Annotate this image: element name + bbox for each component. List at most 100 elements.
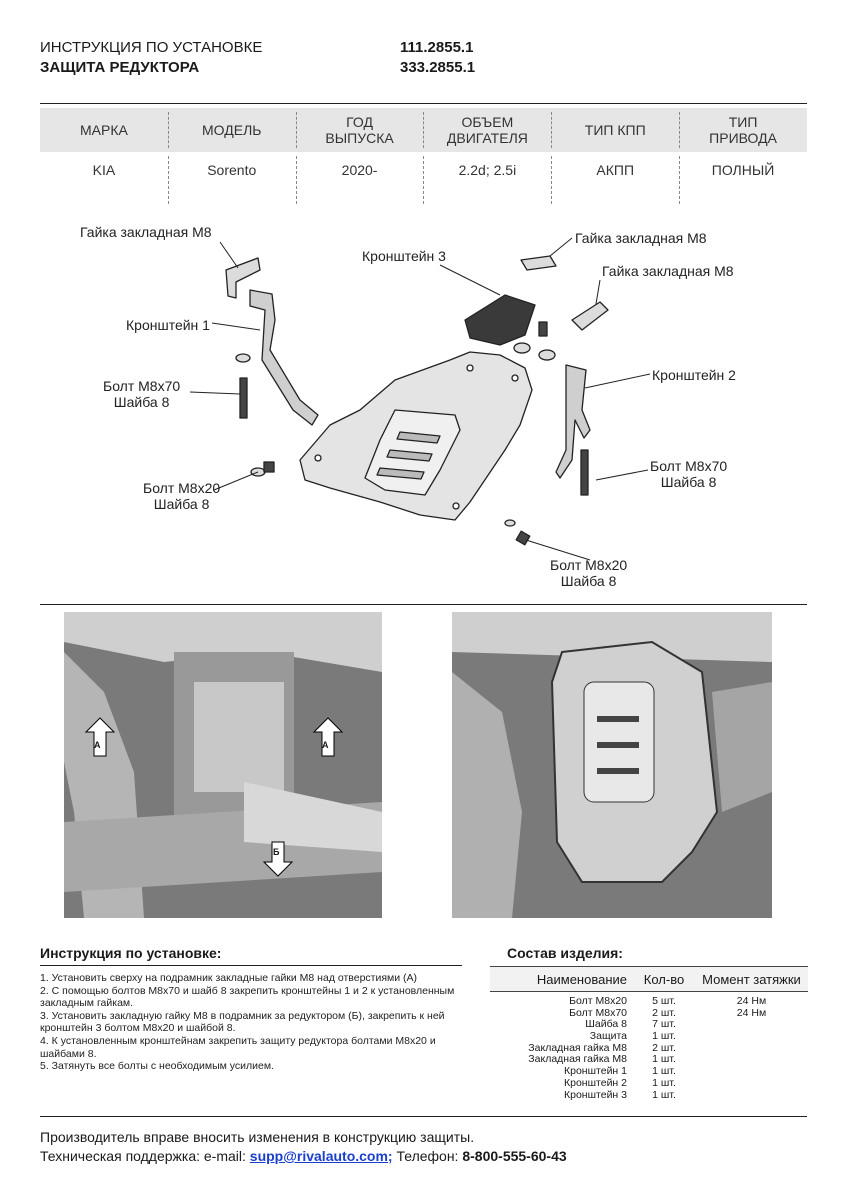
exploded-assembly-diagram: Гайка закладная М8 Гайка закладная М8 Га… (0, 210, 848, 600)
part-codes: 111.2855.1 333.2855.1 (400, 38, 475, 78)
bracket-2 (555, 364, 591, 479)
underbody-photo-2 (452, 612, 772, 918)
instruction-step: 1. Установить сверху на подрамник заклад… (40, 972, 418, 984)
label-insert-nut-2: Гайка закладная М8 (575, 230, 707, 246)
spec-value-engine: 2.2d; 2.5i (423, 152, 551, 208)
composition-row: Защита 1 шт. (490, 1030, 808, 1043)
row-name: Закладная гайка М8 (528, 1053, 627, 1066)
part-code-2: 333.2855.1 (400, 59, 476, 76)
spec-header-engine: ОБЪЕМ ДВИГАТЕЛЯ (423, 108, 551, 152)
spec-header-drive: ТИП ПРИВОДА (679, 108, 807, 152)
row-name: Болт М8х20 (569, 995, 627, 1007)
insert-nut-2 (520, 255, 557, 271)
composition-row: Кронштейн 1 1 шт. (490, 1065, 808, 1078)
row-name: Кронштейн 1 (564, 1065, 627, 1078)
instruction-step: 4. К установленным кронштейнам закрепить… (40, 1034, 436, 1060)
label-bracket-3: Кронштейн 3 (362, 248, 446, 264)
header-divider (40, 103, 807, 104)
composition-table: Наименование Кол-во Момент затяжки Болт … (490, 966, 808, 1101)
vehicle-spec-table: МАРКА МОДЕЛЬ ГОД ВЫПУСКА ОБЪЕМ ДВИГАТЕЛЯ… (40, 108, 807, 208)
label-bolt-m8x70-right: Болт М8х70 Шайба 8 (650, 458, 728, 490)
assembly-drawing (189, 237, 651, 561)
bracket-3 (464, 294, 536, 346)
row-qty: 2 шт. (652, 1041, 676, 1054)
bolt-m8x70-left (239, 377, 248, 419)
row-torque: 24 Нм (736, 995, 767, 1007)
label-bolt-m8x70-left: Болт М8х70 Шайба 8 (103, 378, 181, 410)
label-bolt-m8x20-bottom: Болт М8х20 Шайба 8 (550, 557, 628, 589)
document-title: ИНСТРУКЦИЯ ПО УСТАНОВКЕ ЗАЩИТА РЕДУКТОРА (40, 38, 262, 78)
row-torque (695, 1019, 808, 1031)
label-insert-nut-3: Гайка закладная М8 (602, 263, 734, 279)
support-phone: 8-800-555-60-43 (462, 1148, 567, 1164)
composition-row: Закладная гайка М8 2 шт. (490, 1041, 808, 1055)
bolt-m8x70-right (580, 449, 589, 496)
row-qty: 1 шт. (652, 1088, 676, 1101)
insert-nut-1 (225, 257, 261, 299)
row-torque (695, 1090, 808, 1102)
row-qty: 1 шт. (652, 1030, 676, 1043)
composition-title: Состав изделия: (507, 945, 623, 961)
spec-value-brand: KIA (92, 162, 116, 178)
spec-value-gearbox: АКПП (551, 152, 679, 208)
label-insert-nut-1: Гайка закладная М8 (80, 224, 212, 240)
support-prefix: Техническая поддержка: e-mail: (40, 1148, 250, 1164)
footer-divider (40, 1116, 807, 1117)
row-name: Закладная гайка М8 (528, 1041, 627, 1054)
composition-header-qty: Кол-во (643, 971, 685, 987)
row-qty: 1 шт. (652, 1065, 676, 1078)
row-name: Кронштейн 2 (564, 1076, 627, 1089)
row-torque: 24 Нм (736, 1006, 767, 1019)
row-torque (695, 1043, 808, 1055)
title-line-1: ИНСТРУКЦИЯ ПО УСТАНОВКЕ (40, 39, 263, 56)
insert-nut-3 (571, 301, 609, 331)
spec-value-model: Sorento (167, 152, 296, 208)
marker-a-left: А (94, 740, 101, 750)
row-torque (695, 1054, 808, 1066)
spec-header-model: МОДЕЛЬ (167, 108, 296, 152)
underbody-photo-1 (64, 612, 382, 918)
row-torque (695, 1066, 808, 1078)
spec-header-brand: МАРКА (79, 122, 128, 138)
spec-value-year: 2020- (295, 152, 424, 208)
row-torque (695, 1078, 808, 1090)
phone-prefix: Телефон: (392, 1148, 463, 1164)
marker-b: Б (273, 847, 280, 857)
instructions-list: 1. Установить сверху на подрамник заклад… (40, 972, 460, 1073)
row-qty: 1 шт. (652, 1076, 676, 1089)
composition-header-torque: Момент затяжки (702, 971, 801, 987)
row-name: Болт М8х70 (569, 1006, 627, 1019)
spec-header-gearbox: ТИП КПП (551, 108, 679, 152)
support-email-link[interactable]: supp@rivalauto.com; (249, 1148, 393, 1164)
marker-a-right: А (322, 740, 329, 750)
part-code-1: 111.2855.1 (400, 39, 474, 56)
label-bracket-2: Кронштейн 2 (652, 367, 736, 383)
instructions-title: Инструкция по установке: (40, 945, 222, 961)
label-bracket-1: Кронштейн 1 (126, 317, 210, 333)
row-name: Кронштейн 3 (564, 1088, 627, 1101)
row-torque (695, 1031, 808, 1043)
disclaimer-text: Производитель вправе вносить изменения в… (40, 1129, 475, 1145)
spec-header-row: МАРКА МОДЕЛЬ ГОД ВЫПУСКА ОБЪЕМ ДВИГАТЕЛЯ… (40, 108, 807, 152)
spec-value-row: KIA Sorento 2020- 2.2d; 2.5i АКПП ПОЛНЫЙ (40, 152, 807, 208)
instructions-title-underline (40, 965, 462, 966)
spec-value-drive: ПОЛНЫЙ (679, 152, 807, 208)
composition-row: Болт М8х20 5 шт. 24 Нм (490, 995, 808, 1008)
composition-row: Кронштейн 2 1 шт. (490, 1076, 808, 1090)
photo-after-installation (452, 612, 772, 918)
diagram-divider (40, 604, 807, 605)
composition-header-name: Наименование (536, 971, 627, 987)
spec-header-year: ГОД ВЫПУСКА (295, 108, 424, 152)
row-qty: 5 шт. (652, 995, 676, 1007)
composition-row: Кронштейн 3 1 шт. (490, 1088, 808, 1102)
photo-before-installation: А А Б (64, 612, 382, 918)
bracket-1 (249, 289, 319, 426)
instruction-step: 5. Затянуть все болты с необходимым усил… (40, 1060, 275, 1073)
composition-header-row: Наименование Кол-во Момент затяжки (490, 966, 808, 992)
instruction-step: 2. С помощью болтов М8х70 и шайб 8 закре… (40, 984, 455, 1010)
row-name: Защита (589, 1030, 627, 1043)
support-line: Техническая поддержка: e-mail: supp@riva… (40, 1147, 567, 1166)
